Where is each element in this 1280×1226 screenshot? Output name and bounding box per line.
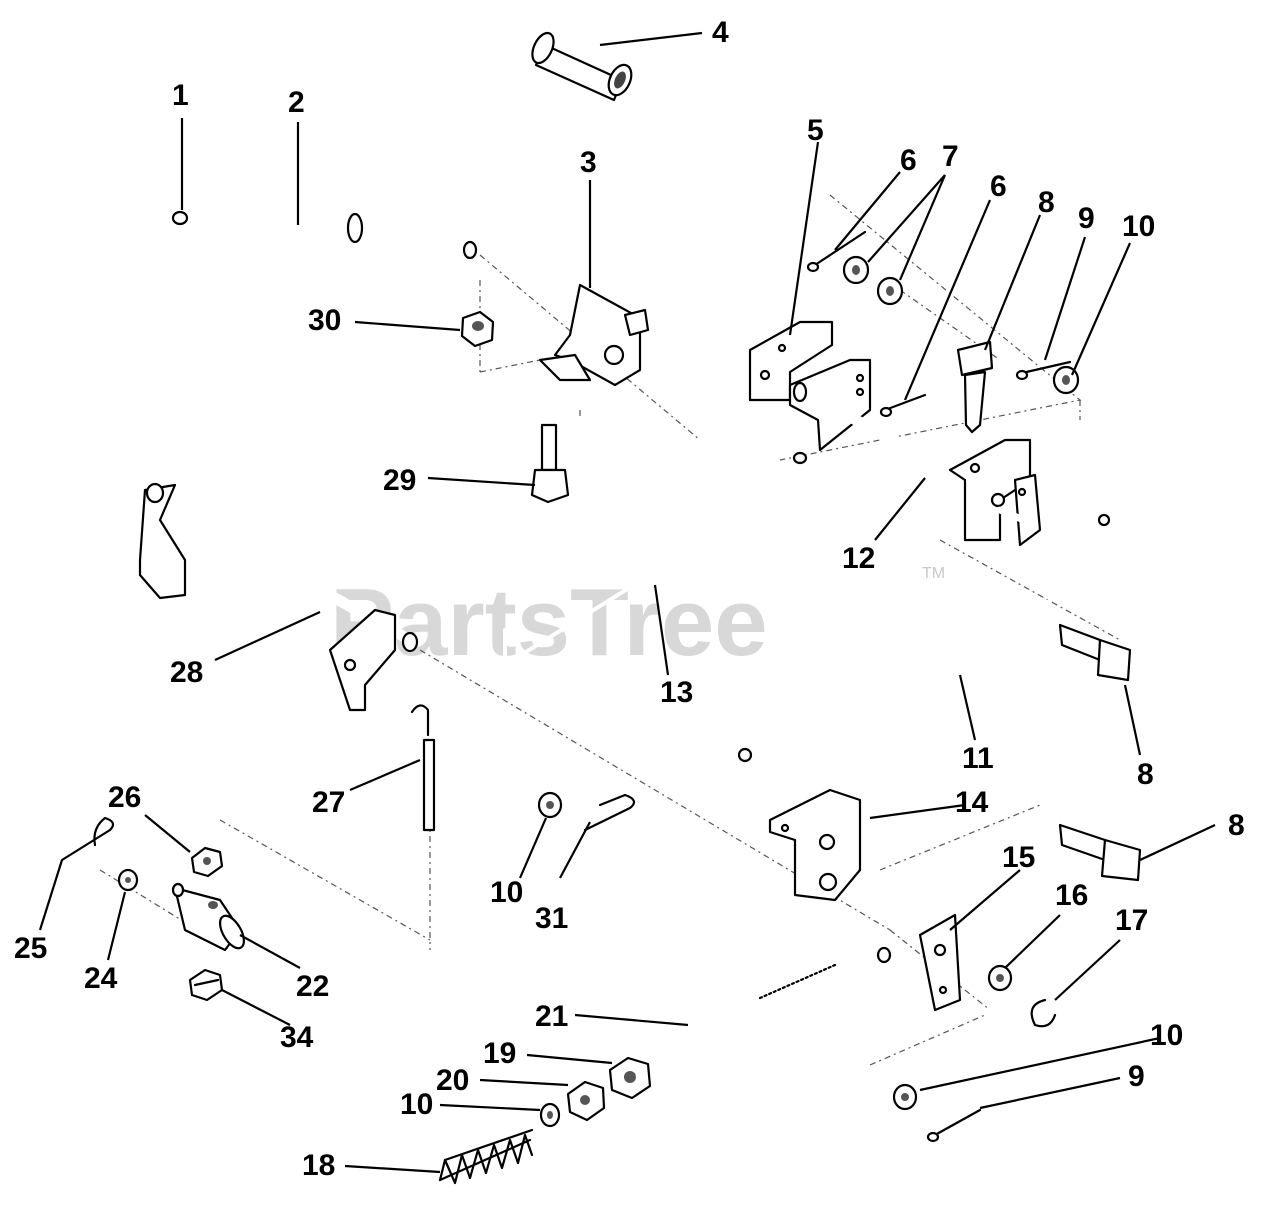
label-part-12[interactable]: 12 [842,542,875,575]
part-25-hitch-pin [60,816,115,862]
label-part-19[interactable]: 19 [483,1037,516,1070]
label-part-28[interactable]: 28 [170,656,203,689]
part-13-link-rod [503,451,808,667]
part-34-nut [188,968,224,1002]
label-part-31[interactable]: 31 [535,902,568,935]
label-part-1[interactable]: 1 [172,79,189,112]
label-part-6a[interactable]: 6 [900,144,917,177]
part-12-lift-shaft [788,358,1042,547]
part-18-spring [438,1128,534,1185]
label-part-21[interactable]: 21 [535,1000,568,1033]
label-part-9a[interactable]: 9 [1078,202,1095,235]
part-28-lift-shaft [138,482,419,712]
part-7-washer-a [842,255,870,285]
label-part-4[interactable]: 4 [712,16,729,49]
label-part-29[interactable]: 29 [383,464,416,497]
part-24-washer [117,868,139,892]
label-part-22[interactable]: 22 [296,970,329,1003]
part-8-bolt-top [956,340,994,434]
label-part-8c[interactable]: 8 [1228,809,1245,842]
part-22-swivel [171,882,246,952]
part-30-nut [460,310,495,348]
part-6-cotter-pin-b [879,393,927,418]
part-9-cotter-pin-top [1015,360,1072,381]
part-14-bracket [768,788,862,902]
label-part-15[interactable]: 15 [1002,841,1035,874]
label-part-26[interactable]: 26 [108,781,141,814]
label-part-8b[interactable]: 8 [1137,758,1154,791]
label-part-10a[interactable]: 10 [1122,210,1155,243]
part-6-cotter-pin [806,230,867,273]
label-part-2[interactable]: 2 [288,86,305,119]
label-part-10c[interactable]: 10 [1150,1019,1183,1052]
part-15-plate [918,913,962,1012]
part-8-bolt-middle [1058,623,1132,682]
part-5-lift-handle [641,88,834,402]
part-7-washer-b [876,276,904,306]
label-part-10d[interactable]: 10 [400,1088,433,1121]
part-10-washer-lower [539,1102,561,1128]
part-4-handle-grip [531,31,633,102]
part-26-nut [190,846,224,878]
label-part-13[interactable]: 13 [660,676,693,709]
label-part-30[interactable]: 30 [308,304,341,337]
label-part-10b[interactable]: 10 [490,876,523,909]
part-31-hitch-pin [583,793,636,832]
label-part-27[interactable]: 27 [312,786,345,819]
part-10-washer-bottom [892,1083,918,1111]
watermark-text: PartsTree [330,569,768,676]
label-part-8a[interactable]: 8 [1038,186,1055,219]
label-part-7[interactable]: 7 [942,140,959,173]
leader-lines [38,31,1216,1174]
part-11-link-rod [737,513,1112,763]
part-labels: 1 2 3 4 5 6 7 6 8 9 10 30 29 12 28 13 11… [14,16,1245,1182]
label-part-5[interactable]: 5 [807,114,824,147]
part-27-hook-bolt [410,704,436,832]
part-9-cotter-pin-bottom [926,1108,982,1143]
part-17-e-clip [1030,998,1057,1028]
part-16-washer [987,964,1013,992]
label-part-11[interactable]: 11 [962,742,994,775]
label-part-3[interactable]: 3 [580,146,597,179]
watermark-tm: TM [922,565,945,582]
label-part-16[interactable]: 16 [1055,879,1088,912]
label-part-18[interactable]: 18 [302,1149,335,1182]
part-20-flange-nut [566,1080,606,1122]
part-29-bolt [530,423,570,504]
label-part-24[interactable]: 24 [84,962,118,995]
label-part-6b[interactable]: 6 [990,170,1007,203]
label-part-20[interactable]: 20 [436,1064,469,1097]
part-21-threaded-rod [663,946,892,1052]
part-19-nut [608,1056,652,1100]
part-8-bolt-lower [1058,823,1142,882]
part-1-bushing [171,210,189,226]
label-part-9b[interactable]: 9 [1128,1060,1145,1093]
label-part-17[interactable]: 17 [1115,904,1148,937]
label-part-25[interactable]: 25 [14,932,47,965]
part-3-bracket [538,283,650,387]
label-part-34[interactable]: 34 [280,1021,314,1054]
label-part-14[interactable]: 14 [955,786,989,819]
part-10-washer-middle [537,791,563,819]
part-2-rod [216,212,478,260]
